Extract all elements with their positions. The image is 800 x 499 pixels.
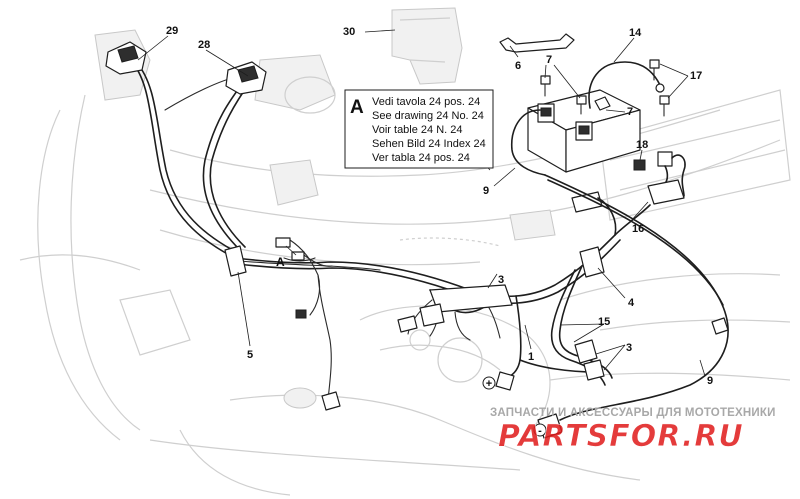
callout-3-lower: 3	[626, 342, 632, 354]
handlebar-switch-28	[225, 61, 267, 95]
callout-18: 18	[636, 139, 648, 151]
connectors-at-a	[275, 237, 307, 319]
terminal-markers: + -	[482, 376, 547, 437]
bolts	[540, 59, 670, 117]
callout-14: 14	[629, 27, 642, 39]
reference-line-2: See drawing 24 No. 24	[372, 110, 484, 122]
sensor	[321, 391, 341, 411]
watermark-caption: ЗАПЧАСТИ И АКСЕССУАРЫ ДЛЯ МОТОТЕХНИКИ	[490, 407, 776, 419]
callout-16: 16	[632, 223, 644, 235]
watermark: ЗАПЧАСТИ И АКСЕССУАРЫ ДЛЯ МОТОТЕХНИКИ PA…	[490, 407, 776, 455]
battery	[527, 89, 641, 173]
callout-15: 15	[598, 316, 610, 328]
reference-letter: A	[350, 97, 364, 118]
callout-3-mid: 3	[498, 274, 504, 286]
callout-4: 4	[628, 297, 635, 309]
callout-5: 5	[247, 349, 253, 361]
watermark-logo: PARTSFOR.RU	[498, 419, 744, 455]
reference-line-1: Vedi tavola 24 pos. 24	[372, 96, 480, 108]
cable-9-upper	[511, 109, 546, 176]
reference-note: A Vedi tavola 24 pos. 24 See drawing 24 …	[344, 89, 494, 169]
minus-terminal-symbol: -	[538, 425, 542, 437]
leader-lines	[137, 29, 706, 377]
callout-17: 17	[690, 70, 702, 82]
callout-labels: 29 28 30 6 7 7 14 17 18 9 16 3 4 15 3 1 …	[166, 25, 713, 387]
cable-14	[588, 61, 665, 109]
callout-a: A	[276, 255, 285, 269]
reference-line-4: Sehen Bild 24 Index 24	[372, 138, 486, 150]
fuse-holder	[633, 151, 686, 205]
junction-block	[397, 284, 513, 333]
reference-line-3: Voir table 24 N. 24	[372, 124, 463, 136]
callout-7-right: 7	[627, 106, 633, 118]
plus-terminal-symbol: +	[486, 378, 492, 390]
callout-7-top: 7	[546, 54, 552, 66]
callout-1: 1	[528, 351, 534, 363]
watermark-logo-text: PARTSFOR.RU	[498, 419, 744, 454]
harness-clips	[224, 245, 605, 381]
callout-30: 30	[343, 26, 355, 38]
callout-28: 28	[198, 39, 210, 51]
callout-6: 6	[515, 60, 521, 72]
callout-9-upper: 9	[483, 185, 489, 197]
handlebar-switch-29	[105, 41, 147, 75]
part-30-cover	[391, 7, 463, 85]
reference-line-5: Ver tabla 24 pos. 24	[372, 152, 470, 164]
part-6-strap	[499, 33, 575, 53]
callout-9-lower: 9	[707, 375, 713, 387]
callout-29: 29	[166, 25, 178, 37]
